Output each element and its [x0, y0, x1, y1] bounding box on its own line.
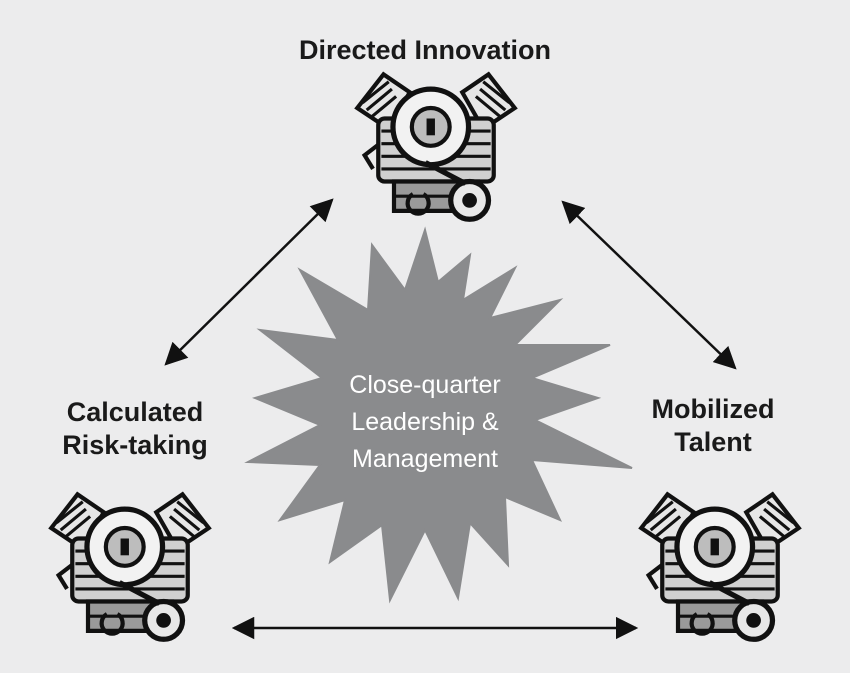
node-right-line-1: Mobilized: [651, 394, 775, 424]
arrow-top-right: [561, 200, 737, 370]
center-label: Close-quarter Leadership & Management: [325, 367, 525, 478]
node-mobilized-talent-label: Mobilized Talent: [598, 393, 828, 459]
node-calculated-risk-taking-label: Calculated Risk-taking: [20, 396, 250, 462]
engine-icon-top: [357, 74, 515, 219]
node-left-line-2: Risk-taking: [62, 429, 208, 460]
arrow-top-left: [164, 198, 334, 366]
node-top-text: Directed Innovation: [298, 35, 552, 65]
engine-icon-left: [51, 494, 209, 639]
center-line-1: Close-quarter: [349, 371, 501, 399]
center-line-3: Management: [352, 445, 498, 473]
center-line-2: Leadership &: [351, 408, 499, 436]
engine-icon-right: [641, 494, 799, 639]
node-right-line-2: Talent: [674, 426, 752, 457]
node-directed-innovation-label: Directed Innovation: [250, 34, 600, 67]
node-left-line-1: Calculated: [66, 397, 204, 427]
